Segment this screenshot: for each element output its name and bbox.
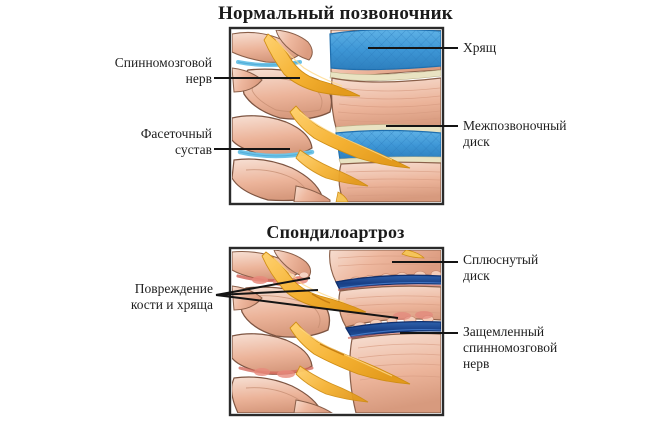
leader-lines <box>214 47 458 334</box>
leader-bone-damage-3 <box>215 294 399 319</box>
leader-bone-damage-1 <box>215 277 311 296</box>
label-intervertebral-disc: Межпозвоночный диск <box>463 118 567 149</box>
label-cartilage: Хрящ <box>463 40 497 55</box>
label-flattened-disc: Сплюснутый диск <box>463 252 539 283</box>
label-facet-joint: Фасеточный сустав <box>140 126 212 157</box>
normal-spine-panel-frame <box>228 26 445 206</box>
label-pinched-spinal-nerve: Защемленный спинномозговой нерв <box>463 324 558 371</box>
label-bone-cartilage-damage: Повреждение кости и хряща <box>130 281 213 312</box>
spondyloarthrosis-panel-frame <box>228 246 445 417</box>
leader-bone-damage-2 <box>215 289 319 296</box>
spondyloarthrosis-illustration <box>232 250 441 413</box>
label-spinal-nerve: Спинномозговой нерв <box>114 55 212 86</box>
normal-spine-illustration <box>232 30 441 202</box>
panel-title-normal-spine: Нормальный позвоночник <box>218 3 453 24</box>
panel-title-spondyloarthrosis: Спондилоартроз <box>266 222 405 242</box>
